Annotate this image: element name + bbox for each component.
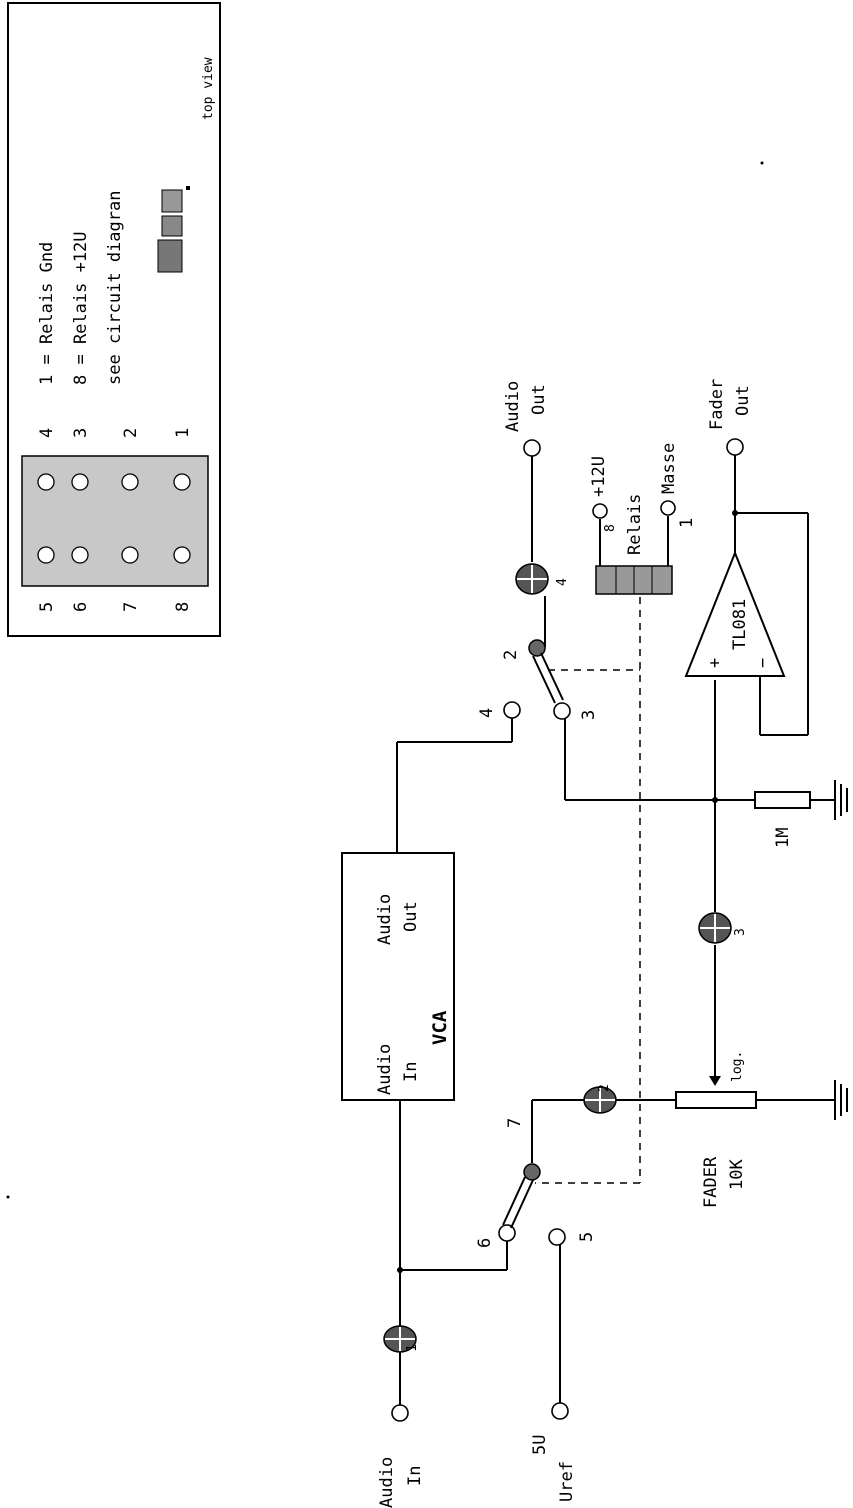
connector-pin-4 bbox=[37, 473, 55, 491]
jack4-number: 4 bbox=[555, 578, 570, 586]
switch1-pin7: 7 bbox=[505, 1118, 525, 1128]
label-audio-out-2: Out bbox=[529, 384, 549, 415]
label-fader: FADER bbox=[701, 1156, 721, 1208]
resistor-1m bbox=[754, 791, 811, 809]
connector-pin-8 bbox=[173, 546, 191, 564]
jack-3 bbox=[698, 912, 732, 944]
junction-dot bbox=[397, 1267, 403, 1273]
pinout-border bbox=[7, 2, 221, 637]
pin-label-8: 8 bbox=[173, 602, 193, 612]
switch2-pin3: 3 bbox=[579, 710, 599, 720]
opamp-plus: + bbox=[705, 658, 725, 668]
junction-dot bbox=[712, 797, 718, 803]
relay-link bbox=[535, 597, 641, 1184]
pin-label-7: 7 bbox=[121, 602, 141, 612]
jack-4 bbox=[515, 563, 549, 595]
label-audio-in-1: Audio bbox=[377, 1457, 397, 1508]
pin-label-3: 3 bbox=[71, 428, 91, 438]
ground-symbol-1m bbox=[834, 780, 848, 820]
label-fader-out-2: Out bbox=[733, 385, 753, 416]
vca-audio-in-2: In bbox=[401, 1062, 421, 1082]
connector-pin-2 bbox=[121, 473, 139, 491]
label-resistor-1m: 1M bbox=[773, 828, 793, 848]
pin-label-6: 6 bbox=[71, 602, 91, 612]
vca-audio-out-2: Out bbox=[401, 901, 421, 932]
vca-audio-in-1: Audio bbox=[375, 1044, 395, 1095]
wires bbox=[396, 455, 835, 1405]
label-uref: Uref bbox=[557, 1461, 577, 1502]
label-audio-in-2: In bbox=[405, 1466, 425, 1486]
note-relais-12v: 8 = Relais +12U bbox=[71, 231, 91, 385]
junction-dot bbox=[732, 510, 738, 516]
note-relais-gnd: 1 = Relais Gnd bbox=[37, 242, 57, 385]
top-view-caption: top view bbox=[201, 57, 216, 120]
logo bbox=[157, 186, 190, 273]
label-masse: Masse bbox=[659, 443, 679, 494]
pin-label-5: 5 bbox=[37, 602, 57, 612]
jack3-number: 3 bbox=[733, 928, 748, 936]
connector-pin-5 bbox=[37, 546, 55, 564]
audio-in-terminal bbox=[391, 1404, 409, 1422]
switch1-pin6: 6 bbox=[475, 1238, 495, 1248]
uref-terminal bbox=[551, 1402, 569, 1420]
stray-dot bbox=[6, 1195, 10, 1199]
fader-potentiometer bbox=[675, 1091, 757, 1109]
note-see-diagram: see circuit diagran bbox=[105, 191, 125, 385]
connector-pin-6 bbox=[71, 546, 89, 564]
label-fader-10k: 10K bbox=[727, 1159, 747, 1190]
jack-1 bbox=[383, 1325, 417, 1353]
jack1-number: 1 bbox=[405, 1344, 420, 1352]
label-relais: Relais bbox=[625, 494, 645, 555]
ground-symbol-fader bbox=[834, 1080, 848, 1120]
label-audio-out-1: Audio bbox=[503, 381, 523, 432]
label-fader-log: log. bbox=[730, 1051, 745, 1082]
label-relay-pin8: 8 bbox=[603, 524, 618, 532]
vca-box bbox=[341, 852, 455, 1101]
connector-pin-3 bbox=[71, 473, 89, 491]
opamp-minus: − bbox=[753, 658, 773, 668]
jack2-number: 2 bbox=[597, 1084, 612, 1092]
stray-dot bbox=[760, 161, 764, 165]
plus12v-terminal bbox=[592, 503, 608, 519]
connector-pin-7 bbox=[121, 546, 139, 564]
label-plus12v: +12U bbox=[589, 456, 609, 497]
vca-audio-out-1: Audio bbox=[375, 894, 395, 945]
vca-title: VCA bbox=[429, 1010, 451, 1045]
connector-pin-1 bbox=[173, 473, 191, 491]
label-fader-out-1: Fader bbox=[707, 379, 727, 430]
masse-terminal bbox=[660, 500, 676, 516]
switch-1 bbox=[498, 1163, 566, 1246]
switch2-pin4: 4 bbox=[477, 708, 497, 718]
pin-label-4: 4 bbox=[37, 428, 57, 438]
opamp-tl081 bbox=[684, 550, 786, 677]
label-uref-5v: 5U bbox=[530, 1435, 550, 1455]
audio-out-terminal bbox=[523, 439, 541, 457]
jack-2 bbox=[583, 1086, 617, 1114]
switch1-pin5: 5 bbox=[577, 1232, 597, 1242]
label-relay-pin1: 1 bbox=[677, 518, 697, 528]
switch-2 bbox=[503, 639, 571, 720]
fader-out-terminal bbox=[726, 438, 744, 456]
pinout-box: 5 6 7 8 4 3 2 1 1 = Relais Gnd 8 = Relai… bbox=[7, 2, 221, 637]
switch2-pin2: 2 bbox=[501, 650, 521, 660]
pin-label-2: 2 bbox=[121, 428, 141, 438]
pin-label-1: 1 bbox=[173, 428, 193, 438]
opamp-name: TL081 bbox=[730, 599, 750, 650]
